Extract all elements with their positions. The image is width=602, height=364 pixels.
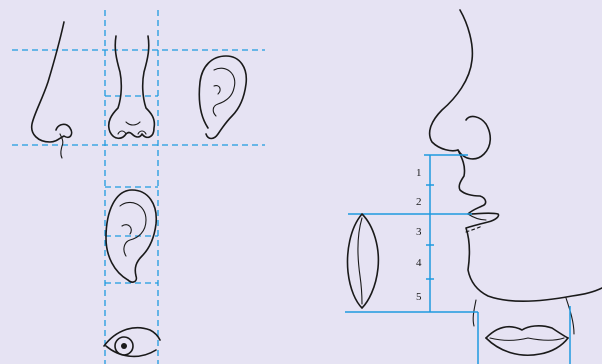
lips-vertical-drawing — [348, 214, 379, 308]
pupil — [121, 343, 127, 349]
scale-labels: 1 2 3 4 5 — [416, 167, 422, 303]
left-guide-lines — [12, 10, 265, 364]
scale-label-2: 2 — [416, 196, 422, 208]
scale-label-3: 3 — [416, 226, 422, 238]
eye-drawing — [104, 328, 160, 357]
face-profile-drawing — [430, 10, 602, 334]
nose-front-drawing — [109, 36, 155, 138]
lips-front-drawing — [486, 326, 568, 355]
scale-label-1: 1 — [416, 167, 422, 179]
ear-right-drawing — [199, 56, 246, 139]
scale-label-4: 4 — [416, 257, 422, 269]
nose-profile-drawing — [32, 22, 72, 158]
scale-label-5: 5 — [416, 291, 422, 303]
